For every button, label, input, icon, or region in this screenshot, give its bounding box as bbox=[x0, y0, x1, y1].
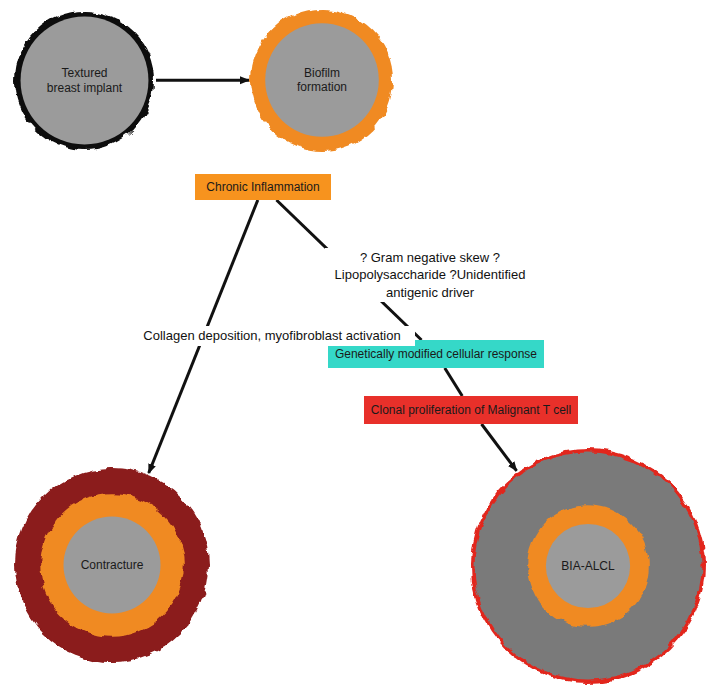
proliferation-box: Clonal proliferation of Malignant T cell bbox=[364, 396, 578, 424]
node-text: Biofilm formation bbox=[287, 66, 357, 95]
alcl-circle: BIA-ALCL bbox=[468, 446, 708, 686]
inflammation-box: Chronic Inflammation bbox=[195, 174, 331, 200]
node-text: Textured breast implant bbox=[45, 66, 125, 95]
node-text: Chronic Inflammation bbox=[206, 180, 319, 194]
connector-arrow bbox=[445, 368, 463, 396]
node-text: Contracture bbox=[81, 558, 144, 572]
biofilm-circle: Biofilm formation bbox=[248, 6, 396, 154]
edge-label: Collagen deposition, myofibroblast activ… bbox=[129, 326, 415, 346]
connector-arrow bbox=[156, 79, 249, 82]
edge-label: ? Gram negative skew ? Lipopolysaccharid… bbox=[325, 248, 536, 303]
contracture-circle: Contracture bbox=[12, 465, 212, 665]
implant-circle: Textured breast implant bbox=[12, 8, 157, 153]
connector-arrow bbox=[482, 424, 517, 471]
node-text: Clonal proliferation of Malignant T cell bbox=[371, 403, 571, 417]
node-text: Genetically modified cellular response bbox=[335, 347, 537, 361]
node-text: BIA-ALCL bbox=[561, 559, 614, 573]
